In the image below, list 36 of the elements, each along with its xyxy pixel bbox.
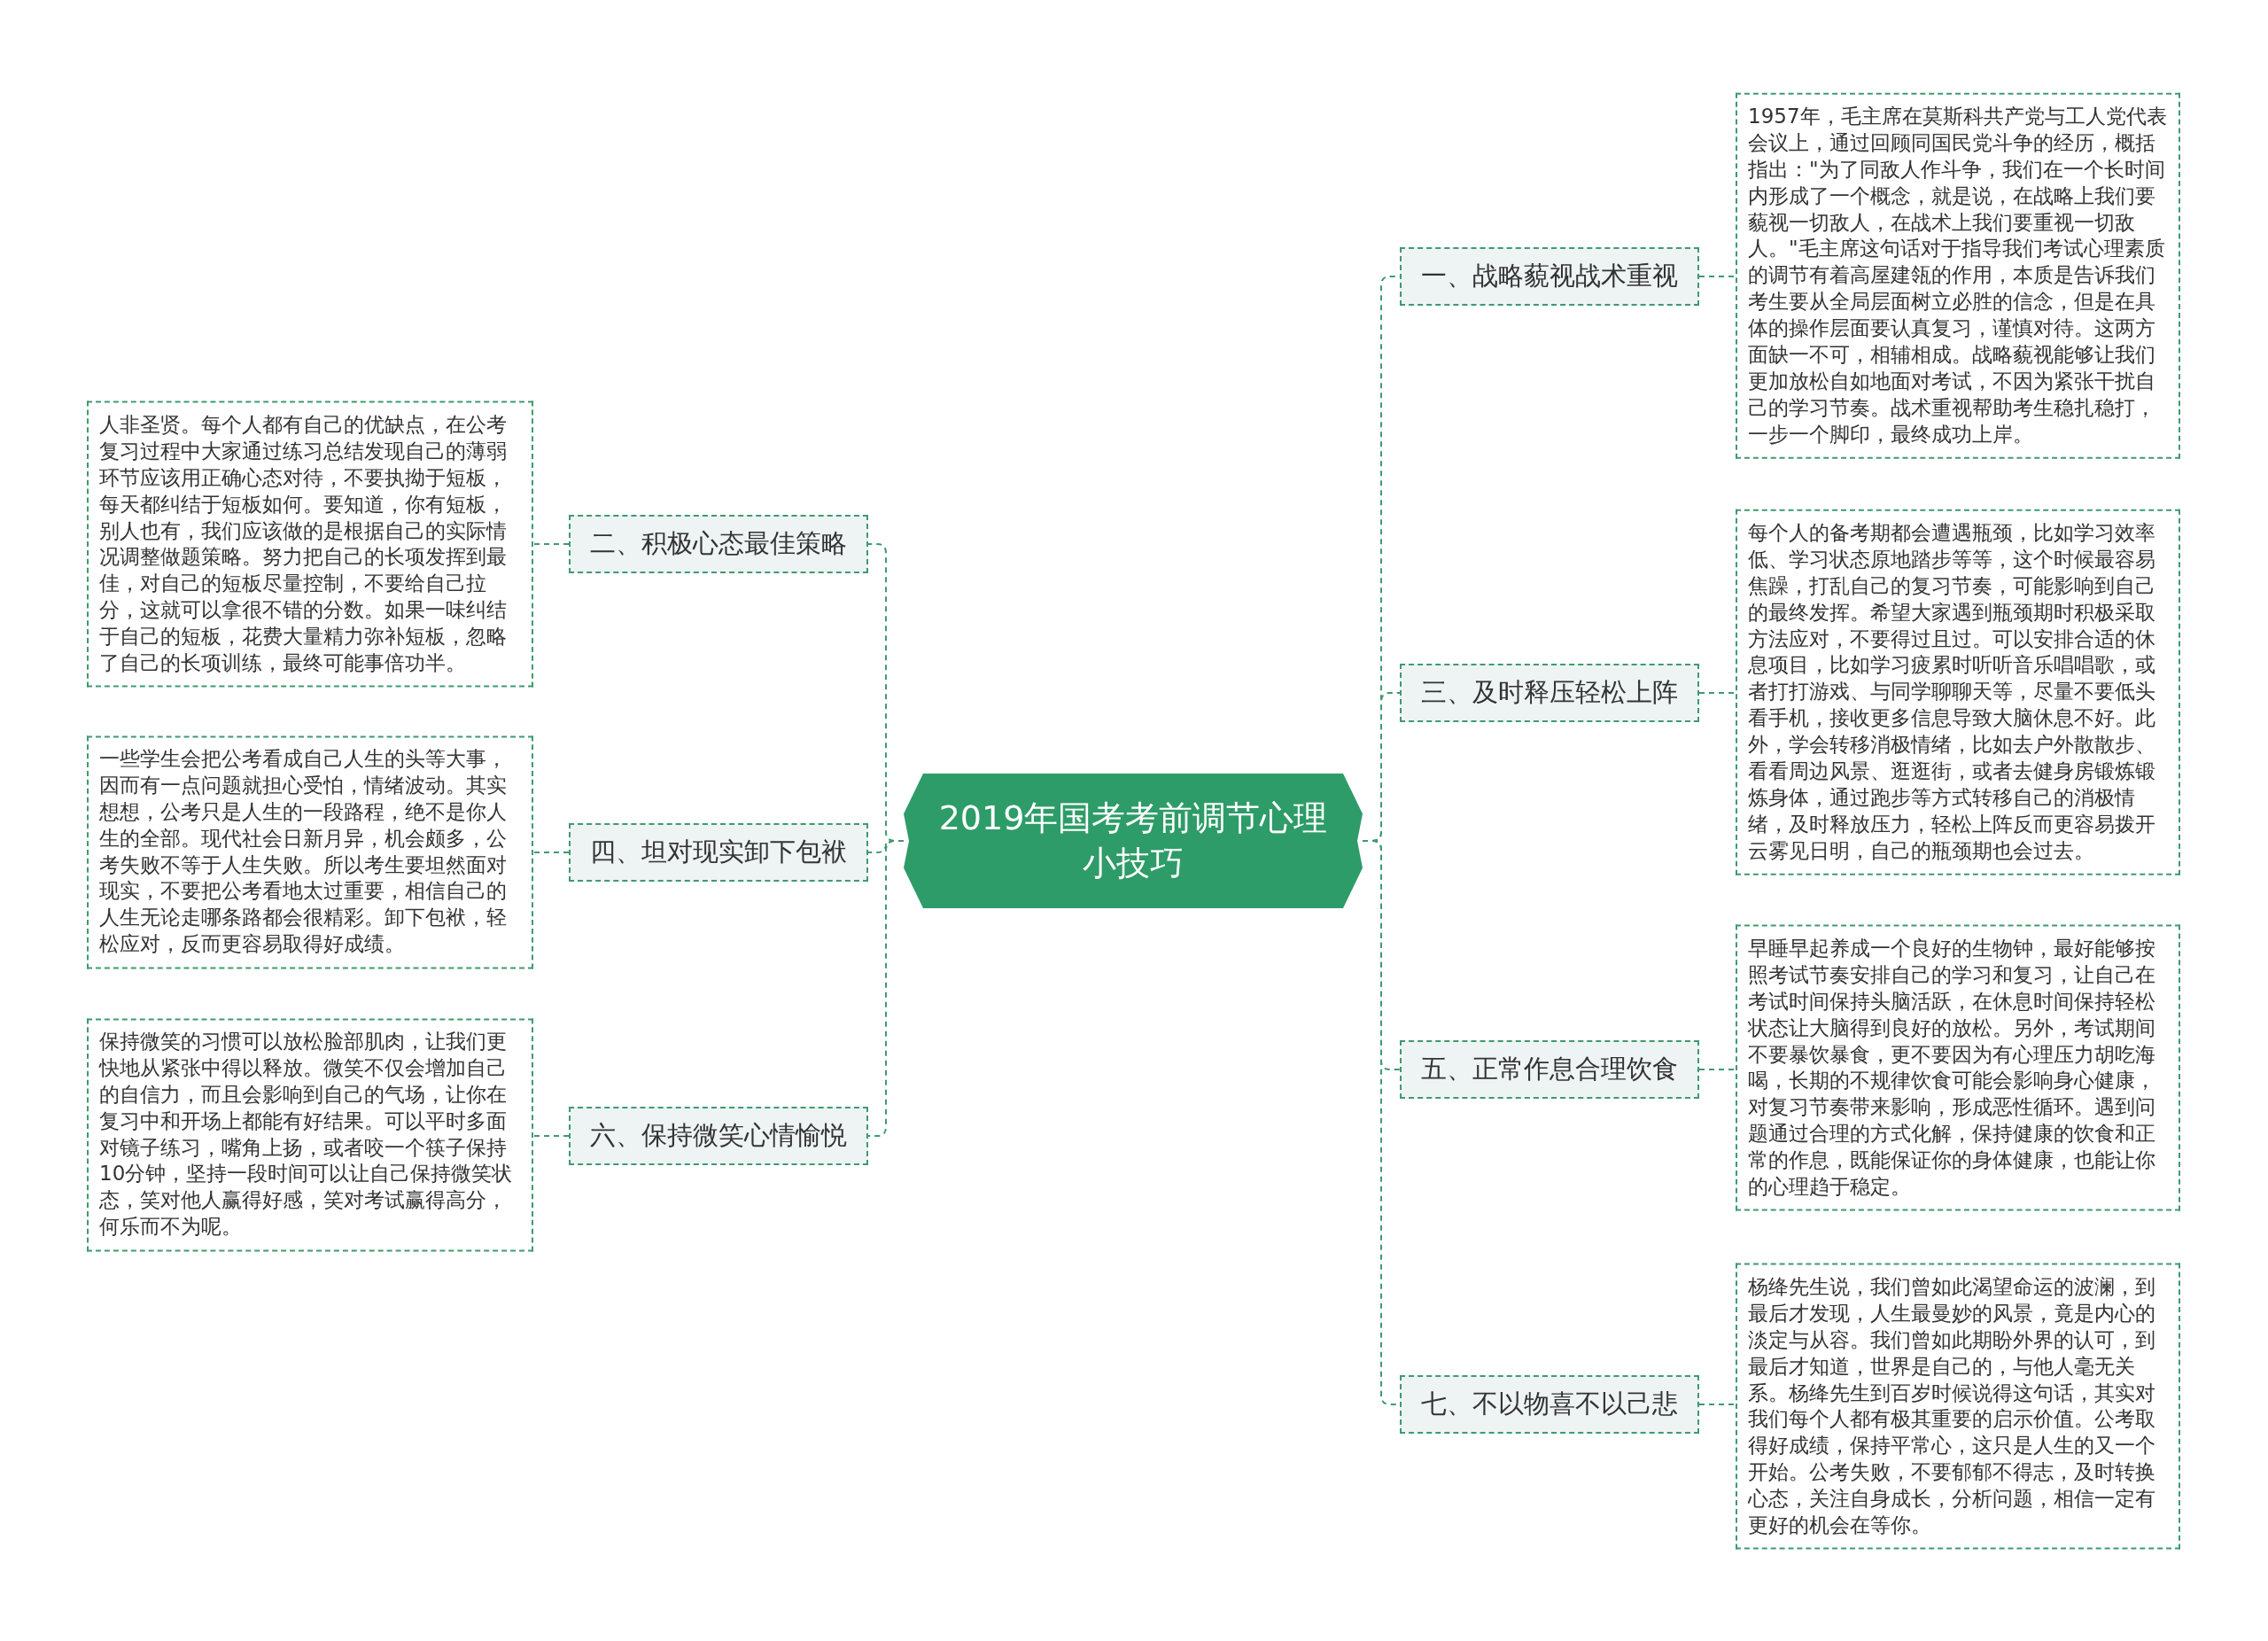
topic-box <box>1400 664 1699 722</box>
connector-line <box>532 852 570 853</box>
topic-label: 一、战略藐视战术重视 <box>1421 260 1678 292</box>
note-text: 杨绛先生说，我们曾如此渴望命运的波澜，到最后才发现，人生最曼妙的风景，竟是内心的淡定与从容。我们曾如此期盼外界的认可，到最后才知道，世界是自己的，与他人毫无关系。杨绛先生到百岁时候说得这句话，其实对我们每个人都有极其重要的启示价值。公考取得好成绩，保持平常心，这只是人生的又一个开始。公考失败，不要郁郁不得志，及时转换心态，关注自身成长，分析问题，相信一定有更好的机会在等你。 <box>1748 1273 2156 1538</box>
note-box <box>87 1018 533 1252</box>
note-text: 一些学生会把公考看成自己人生的头等大事，因而有一点问题就担心受怕，情绪波动。其实想想，公考只是人生的一段路程，绝不是你人生的全部。现代社会日新月异，机会颇多，公考失败不等于人生失败。所以考生要坦然面对现实，不要把公考看地太过重要，相信自己的人生无论走哪条路都会很精彩。卸下包袱，轻松应对，反而更容易取得好成绩。 <box>99 746 508 958</box>
connector-line <box>532 1135 570 1137</box>
central-topic <box>904 774 1363 908</box>
note-box <box>1736 1263 2180 1550</box>
connector-line <box>532 543 570 545</box>
topic-label: 五、正常作息合理饮食 <box>1421 1053 1678 1085</box>
note-text: 人非圣贤。每个人都有自己的优缺点，在公考复习过程中大家通过练习总结发现自己的薄弱环节应该用正确心态对待，不要执拗于短板，每天都纠结于短板如何。要知道，你有短板，别人也有，我们应该做的是根据自己的实际情况调整做题策略。努力把自己的长项发挥到最佳，对自己的短板尽量控制，不要给自己拉分，这就可以拿很不错的分数。如果一味纠结于自己的短板，花费大量精力弥补短板，忽略了自己的长项训练，最终可能事倍功半。 <box>99 411 508 676</box>
topic-label: 六、保持微笑心情愉悦 <box>590 1119 847 1152</box>
topic-box <box>1400 1375 1699 1434</box>
note-text: 每个人的备考期都会遭遇瓶颈，比如学习效率低、学习状态原地踏步等等，这个时候最容易焦躁，打乱自己的复习节奏，可能影响到自己的最终发挥。希望大家遇到瓶颈期时积极采取方法应对，不要得过且过。可以安排合适的休息项目，比如学习疲累时听听音乐唱唱歌，或者打打游戏、与同学聊聊天等，尽量不要低头看手机，接收更多信息导致大脑休息不好。此外，学会转移消极情绪，比如去户外散散步、看看周边风景、逛逛街，或者去健身房锻炼锻炼身体，通过跑步等方式转移自己的消极情绪，及时释放压力，轻松上阵反而更容易拨开云雾见日明，自己的瓶颈期也会过去。 <box>1748 519 2156 864</box>
topic-box <box>1400 1040 1699 1099</box>
note-box <box>1736 924 2180 1211</box>
topic-label: 二、积极心态最佳策略 <box>590 527 847 560</box>
connector-line <box>867 840 905 1137</box>
note-box <box>87 735 533 969</box>
topic-label: 七、不以物喜不以己悲 <box>1421 1388 1678 1420</box>
topic-box <box>569 1107 868 1165</box>
note-text: 保持微笑的习惯可以放松脸部肌肉，让我们更快地从紧张中得以释放。微笑不仅会增加自己的自信力，而且会影响到自己的气场，让你在复习中和开场上都能有好结果。可以平时多面对镜子练习，嘴角上扬，或者咬一个筷子保持10分钟，坚持一段时间可以让自己保持微笑状态，笑对他人赢得好感，笑对考试赢得高分，何乐而不为呢。 <box>99 1029 514 1240</box>
note-box <box>87 401 533 688</box>
topic-box <box>569 823 868 882</box>
topic-label: 三、及时释压轻松上阵 <box>1421 676 1678 709</box>
note-text: 早睡早起养成一个良好的生物钟，最好能够按照考试节奏安排自己的学习和复习，让自己在考试时间保持头脑活跃，在休息时间保持轻松状态让大脑得到良好的放松。另外，考试期间不要暴饮暴食，更不要因为有心理压力胡吃海喝，长期的不规律饮食可能会影响身心健康，对复习节奏带来影响，形成恶性循环。遇到问题通过合理的方式化解，保持健康的饮食和正常的作息，既能保证你的身体健康，也能让你的心理趋于稳定。 <box>1748 935 2156 1200</box>
connector-line <box>1698 692 1736 694</box>
note-text: 1957年，毛主席在莫斯科共产党与工人党代表会议上，通过回顾同国民党斗争的经历，概括指出："为了同敌人作斗争，我们在一个长时间内形成了一个概念，就是说，在战略上我们要藐视一切敌人，在战术上我们要重视一切敌人。"毛主席这句话对于指导我们考试心理素质的调节有着高屋建瓴的作用，本质是告诉我们考生要从全局层面树立必胜的信念，但是在具体的操作层面要认真复习，谨慎对待。这两方面缺一不可，相辅相成。战略藐视能够让我们更加放松自如地面对考试，不因为紧张干扰自己的学习节奏。战术重视帮助考生稳扎稳打，一步一个脚印，最终成功上岸。 <box>1748 103 2168 447</box>
connector-line <box>1698 276 1736 277</box>
topic-box <box>1400 247 1699 306</box>
topic-box <box>569 515 868 573</box>
topic-label: 四、坦对现实卸下包袱 <box>590 836 847 868</box>
connector-line <box>1698 1069 1736 1070</box>
topic-label: 2019年国考考前调节心理小技巧 <box>937 797 1329 884</box>
connector-line <box>1698 1404 1736 1405</box>
